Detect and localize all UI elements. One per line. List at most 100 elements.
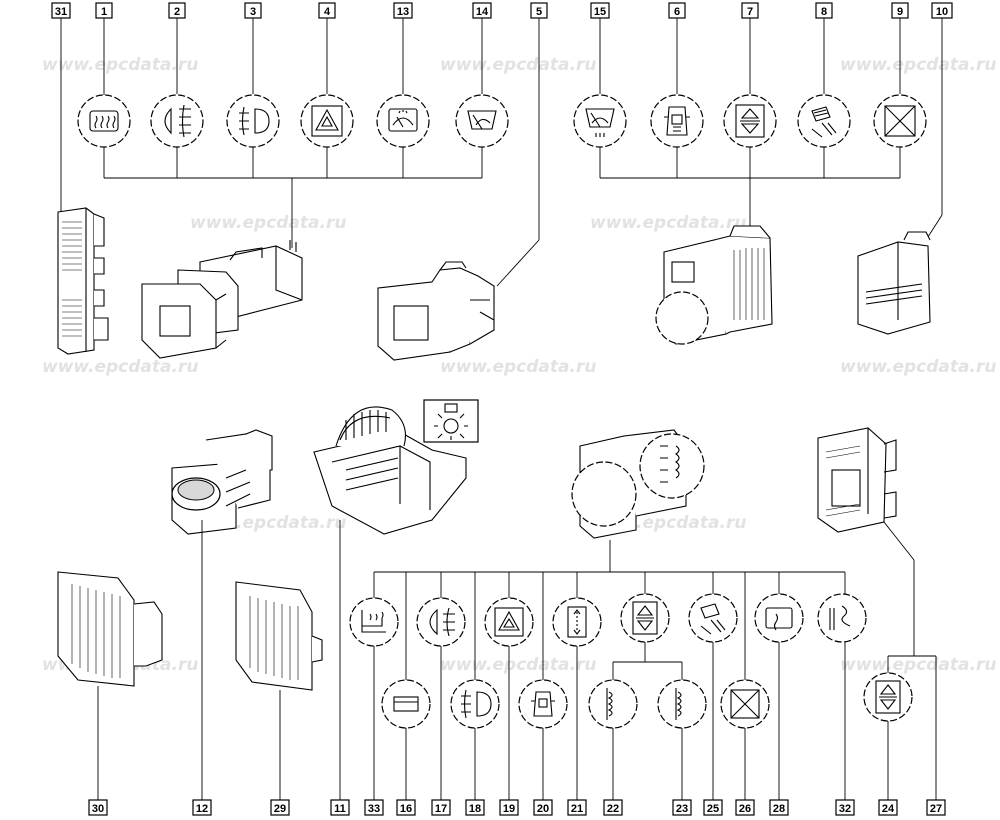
callout-16: 16 (396, 799, 416, 816)
svg-text:3: 3 (250, 6, 256, 18)
part-switch-large (141, 240, 303, 359)
svg-text:1: 1 (101, 6, 107, 18)
svg-text:25: 25 (707, 803, 719, 815)
hazard-warning-icon (484, 597, 534, 647)
callout-18: 18 (465, 799, 485, 816)
watermark: www.epcdata.ru (840, 357, 996, 377)
blank-panel-icon (381, 679, 431, 729)
svg-text:20: 20 (537, 803, 549, 815)
callout-33: 33 (364, 799, 384, 816)
window-up-down-icon (620, 593, 670, 643)
top-leaders (60, 18, 943, 287)
svg-text:31: 31 (55, 6, 67, 18)
part-29-blank-cover (235, 581, 323, 691)
front-wiper-icon (455, 94, 509, 148)
svg-text:13: 13 (397, 6, 409, 18)
svg-text:7: 7 (747, 6, 753, 18)
blank-cross-icon (720, 679, 770, 729)
callout-15: 15 (590, 2, 610, 19)
callout-9: 9 (891, 2, 909, 19)
front-fog-lamp-icon (416, 597, 466, 647)
watermark: www.epcdata.ru (42, 357, 198, 377)
callout-3: 3 (244, 2, 262, 19)
bottom-callouts: 30 12 29 11 33 16 17 18 19 20 21 22 23 2… (88, 799, 946, 816)
blank-cross-icon (873, 94, 927, 148)
central-lock-icon (650, 94, 704, 148)
watermark: www.epcdata.ru (440, 655, 596, 675)
rear-defrost-icon (754, 593, 804, 643)
callout-22: 22 (603, 799, 623, 816)
callout-25: 25 (703, 799, 723, 816)
callout-19: 19 (499, 799, 519, 816)
callout-12: 12 (192, 799, 212, 816)
callout-21: 21 (567, 799, 587, 816)
mirror-adjust-icon (688, 593, 738, 643)
watermark: www.epcdata.ru (840, 655, 996, 675)
bottom-leaders (97, 520, 937, 800)
hazard-warning-icon (300, 94, 354, 148)
watermark: www.epcdata.ru (590, 213, 746, 233)
callout-20: 20 (533, 799, 553, 816)
svg-text:18: 18 (469, 803, 481, 815)
callout-24: 24 (878, 799, 898, 816)
callout-23: 23 (672, 799, 692, 816)
callout-11: 11 (330, 799, 350, 816)
watermark: www.epcdata.ru (440, 357, 596, 377)
part-rocker-switch-center (571, 429, 705, 539)
callout-27: 27 (926, 799, 946, 816)
part-5-switch (377, 261, 495, 361)
svg-text:30: 30 (92, 803, 104, 815)
rear-wiper-icon (376, 94, 430, 148)
callout-29: 29 (270, 799, 290, 816)
svg-text:4: 4 (324, 6, 331, 18)
part-11-dimmer-housing (313, 406, 467, 535)
svg-text:26: 26 (739, 803, 751, 815)
watermark: www.epcdata.ru (42, 55, 198, 75)
svg-text:24: 24 (882, 803, 895, 815)
watermarks: www.epcdata.ru www.epcdata.ru www.epcdat… (42, 55, 996, 675)
svg-text:15: 15 (594, 6, 606, 18)
svg-text:9: 9 (897, 6, 903, 18)
svg-text:19: 19 (503, 803, 515, 815)
part-30-blank-cover (57, 571, 163, 687)
rear-fog-lamp-icon (450, 679, 500, 729)
part-rocker-switch-right (817, 427, 897, 533)
svg-text:23: 23 (676, 803, 688, 815)
rear-defrost-icon (77, 94, 131, 148)
part-rocker-switch (655, 225, 773, 345)
top-callouts: 31 1 2 3 4 13 14 5 15 6 7 8 9 10 (51, 2, 953, 19)
svg-text:16: 16 (400, 803, 412, 815)
heated-windscreen-icon (657, 679, 707, 729)
callout-8: 8 (815, 2, 833, 19)
window-switch-icon (552, 597, 602, 647)
watermark: www.epcdata.ru (190, 213, 346, 233)
part-10-cap (857, 231, 931, 335)
svg-text:2: 2 (174, 6, 180, 18)
callout-14: 14 (472, 2, 492, 19)
callout-6: 6 (668, 2, 686, 19)
svg-text:21: 21 (571, 803, 583, 815)
svg-text:11: 11 (334, 803, 346, 815)
svg-text:28: 28 (773, 803, 785, 815)
callout-1: 1 (95, 2, 113, 19)
windshield-washer-icon (573, 94, 627, 148)
watermark: www.epcdata.ru (840, 55, 996, 75)
callout-30: 30 (88, 799, 108, 816)
svg-text:17: 17 (435, 803, 447, 815)
svg-text:33: 33 (368, 803, 380, 815)
front-fog-lamp-icon (150, 94, 204, 148)
callout-26: 26 (735, 799, 755, 816)
seat-heater-icon (349, 597, 399, 647)
central-lock-icon (518, 679, 568, 729)
svg-text:27: 27 (930, 803, 942, 815)
svg-text:8: 8 (821, 6, 827, 18)
part-31-switch-housing (57, 207, 109, 355)
svg-text:14: 14 (476, 6, 489, 18)
svg-text:32: 32 (839, 803, 851, 815)
part-12-rotary-switch (171, 429, 273, 535)
callout-31: 31 (51, 2, 71, 19)
callout-2: 2 (168, 2, 186, 19)
rear-fog-lamp-icon (226, 94, 280, 148)
callout-13: 13 (393, 2, 413, 19)
